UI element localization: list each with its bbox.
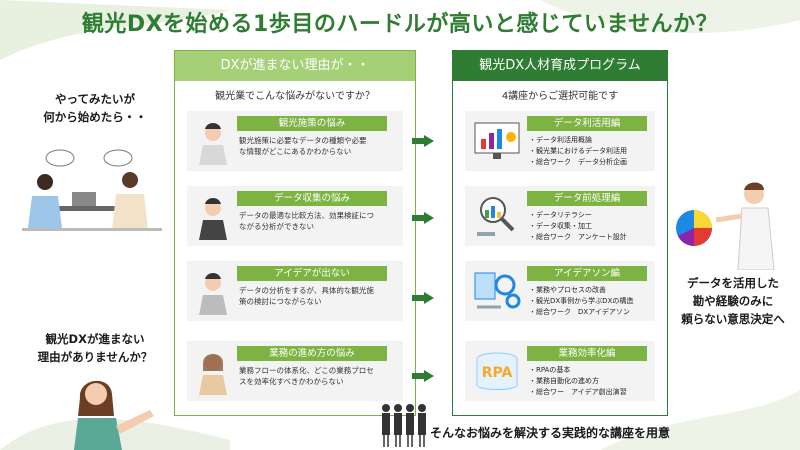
problem-card-2-label: データ収集の悩み (237, 191, 387, 206)
problem-card-1-line2: な情報がどこにあるかわからない (239, 147, 352, 156)
course-card-3-label: アイデアソン編 (527, 266, 647, 281)
course-card-1-list: ・データ利活用概論 ・観光業におけるデータ利活用 ・総合ワーク データ分析企画 (529, 135, 653, 168)
meeting-illustration (22, 149, 162, 231)
problem-card-2-text: データの最適な比較方法、効果検証につ ながる分析ができない (239, 210, 399, 232)
left-bottom-line2: 理由がありませんか？ (37, 350, 153, 364)
left-bottom-line1: 観光DXが進まない (45, 332, 145, 346)
man-pie-chart-illustration (676, 182, 775, 270)
problem-card-3-text: データの分析をするが、具体的な観光施 策の検討につながらない (239, 285, 399, 307)
course-card-2-item3: ・総合ワーク アンケート設計 (529, 233, 627, 241)
course-card-3-item2: ・観光DX事例から学ぶDXの構造 (529, 297, 634, 305)
left-bubble-line1: やってみたいが (55, 92, 135, 106)
course-card-2-item2: ・データ収集・加工 (529, 222, 592, 230)
data-dashboard-icon (474, 122, 520, 159)
course-card-4-item2: ・業務自動化の進め方 (529, 377, 599, 385)
rpa-robot-icon: RPA (476, 352, 518, 390)
right-bubble-line3: 頼らない意思決定へ (681, 312, 785, 326)
program-panel-header: 観光DX人材育成プログラム (453, 51, 667, 81)
problem-card-4-label: 業務の進め方の悩み (237, 346, 387, 361)
course-card-4: RPA 業務効率化編 ・RPAの基本 ・業務自動化の進め方 ・総合ワー アイデア… (465, 341, 655, 401)
course-card-4-list: ・RPAの基本 ・業務自動化の進め方 ・総合ワー アイデア創出演習 (529, 365, 653, 398)
pondering-woman-icon (199, 354, 227, 395)
problem-card-1-line1: 観光施策に必要なデータの種類や必要 (239, 136, 367, 145)
arrow-right-icon (412, 370, 434, 382)
course-card-3: アイデアソン編 ・業務やプロセスの改善 ・観光DX事例から学ぶDXの構造 ・総合… (465, 261, 655, 321)
course-card-2-label: データ前処理編 (527, 191, 647, 206)
course-card-2-list: ・データリテラシー ・データ収集・加工 ・総合ワーク アンケート設計 (529, 210, 653, 243)
course-card-1-item3: ・総合ワーク データ分析企画 (529, 158, 627, 166)
problems-panel: DXが進まない理由が・・ 観光業でこんな悩みがないですか？ 観光施策の悩み 観光… (174, 50, 416, 416)
problems-panel-subtitle: 観光業でこんな悩みがないですか？ (215, 91, 375, 102)
program-panel: 観光DX人材育成プログラム 4講座からご選択可能です データ利活用編 ・データ利… (452, 50, 668, 416)
course-card-3-item3: ・総合ワーク DXアイデアソン (529, 308, 630, 316)
course-card-4-item3: ・総合ワー アイデア創出演習 (529, 388, 627, 396)
troubled-person-icon (199, 123, 227, 165)
right-bubble-line1: データを活用した (687, 276, 779, 290)
course-card-4-label: 業務効率化編 (527, 346, 647, 361)
left-bubble-line2: 何から始めたら・・ (43, 110, 147, 124)
thinking-person-icon (199, 198, 227, 240)
course-card-3-list: ・業務やプロセスの改善 ・観光DX事例から学ぶDXの構造 ・総合ワーク DXアイ… (529, 285, 653, 318)
problem-card-4: 業務の進め方の悩み 業務フローの体系化、どこの業務プロセ スを効率化すべきかわか… (187, 341, 403, 401)
course-card-1: データ利活用編 ・データ利活用概論 ・観光業におけるデータ利活用 ・総合ワーク … (465, 111, 655, 171)
problem-card-3-label: アイデアが出ない (237, 266, 387, 281)
left-bottom-text: 観光DXが進まない 理由がありませんか？ (20, 330, 170, 366)
process-gears-icon (474, 272, 521, 309)
magnifier-chart-icon (477, 197, 515, 236)
problems-panel-header: DXが進まない理由が・・ (175, 51, 415, 81)
problem-card-3-line1: データの分析をするが、具体的な観光施 (239, 286, 374, 295)
course-card-4-item1: ・RPAの基本 (529, 366, 571, 374)
program-panel-subtitle: 4講座からご選択可能です (501, 91, 619, 102)
problem-card-3-line2: 策の検討につながらない (239, 297, 322, 306)
course-card-1-label: データ利活用編 (527, 116, 647, 131)
problem-card-1-text: 観光施策に必要なデータの種類や必要 な情報がどこにあるかわからない (239, 135, 399, 157)
page-title: 観光DXを始める1歩目のハードルが高いと感じていませんか？ (81, 12, 719, 37)
rpa-text: RPA (482, 365, 513, 381)
problem-card-2-line2: ながる分析ができない (239, 222, 314, 231)
problem-card-3: アイデアが出ない データの分析をするが、具体的な観光施 策の検討につながらない (187, 261, 403, 321)
right-bubble-text: データを活用した 勘や経験のみに 頼らない意思決定へ (670, 274, 796, 328)
right-bubble-line2: 勘や経験のみに (692, 294, 774, 308)
arrow-right-icon (412, 135, 434, 147)
course-card-2-item1: ・データリテラシー (529, 211, 592, 219)
arrow-right-icon (412, 212, 434, 224)
course-card-2: データ前処理編 ・データリテラシー ・データ収集・加工 ・総合ワーク アンケート… (465, 186, 655, 246)
left-bubble-text: やってみたいが 何から始めたら・・ (20, 90, 170, 126)
course-card-1-item1: ・データ利活用概論 (529, 136, 592, 144)
problem-card-4-line2: スを効率化すべきかわからない (239, 377, 344, 386)
problem-card-2-line1: データの最適な比較方法、効果検証につ (239, 211, 374, 220)
arrow-right-icon (412, 292, 434, 304)
problem-card-1-label: 観光施策の悩み (237, 116, 387, 131)
problem-card-2: データ収集の悩み データの最適な比較方法、効果検証につ ながる分析ができない (187, 186, 403, 246)
stressed-person-icon (199, 273, 227, 315)
problem-card-4-line1: 業務フローの体系化、どこの業務プロセ (239, 366, 374, 375)
business-people-illustration (382, 404, 426, 447)
course-card-1-item2: ・観光業におけるデータ利活用 (529, 147, 627, 155)
problem-card-4-text: 業務フローの体系化、どこの業務プロセ スを効率化すべきかわからない (239, 365, 399, 387)
course-card-3-item1: ・業務やプロセスの改善 (529, 286, 606, 294)
problem-card-1: 観光施策の悩み 観光施策に必要なデータの種類や必要 な情報がどこにあるかわからな… (187, 111, 403, 171)
bottom-message: そんなお悩みを解決する実践的な講座を用意 (430, 426, 671, 440)
woman-illustration (74, 380, 154, 450)
